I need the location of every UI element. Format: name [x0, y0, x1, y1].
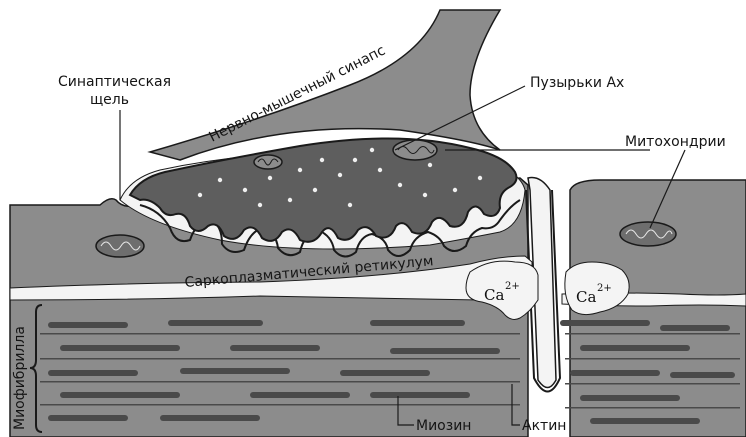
myosin-filament — [370, 320, 465, 326]
actin-filament — [565, 333, 740, 335]
mitochondrion-muscle-left — [96, 235, 144, 257]
vesicle — [198, 193, 202, 197]
myosin-filament — [580, 395, 680, 401]
vesicle — [398, 183, 402, 187]
label-myofibril: Миофибрилла — [12, 326, 28, 430]
mitochondrion-terminal-1 — [254, 155, 282, 169]
myosin-filament — [48, 322, 128, 328]
myosin-filament — [340, 370, 430, 376]
myosin-filament — [48, 415, 128, 421]
myosin-filament — [560, 320, 650, 326]
label-calcium-left: Ca — [484, 286, 504, 304]
actin-filament — [565, 383, 740, 385]
vesicle — [313, 188, 317, 192]
label-myosin: Миозин — [416, 418, 471, 434]
vesicle — [258, 203, 262, 207]
myosin-filament — [180, 368, 290, 374]
actin-filament — [40, 381, 520, 383]
actin-filament — [565, 358, 740, 360]
vesicle — [338, 173, 342, 177]
myosin-filament — [570, 370, 660, 376]
mitochondrion-muscle-right — [620, 222, 676, 246]
vesicle — [243, 188, 247, 192]
myosin-filament — [60, 392, 180, 398]
label-mitochondria: Митохондрии — [625, 134, 726, 150]
vesicle — [348, 203, 352, 207]
myosin-filament — [250, 392, 350, 398]
myosin-filament — [670, 372, 735, 378]
myosin-filament — [370, 392, 470, 398]
actin-filament — [40, 358, 520, 360]
myosin-filament — [60, 345, 180, 351]
mitochondrion-terminal-2 — [393, 140, 437, 160]
vesicle — [423, 193, 427, 197]
label-calcium-right-charge: 2+ — [597, 283, 612, 294]
myosin-filament — [168, 320, 263, 326]
myosin-filament — [660, 325, 730, 331]
vesicle — [370, 148, 374, 152]
myosin-filament — [160, 415, 260, 421]
vesicle — [478, 176, 482, 180]
vesicle — [353, 158, 357, 162]
actin-filament — [40, 333, 520, 335]
vesicle — [288, 198, 292, 202]
myosin-filament — [590, 418, 700, 424]
vesicle — [320, 158, 324, 162]
myosin-filament — [390, 348, 500, 354]
vesicle — [218, 178, 222, 182]
myosin-filament — [48, 370, 138, 376]
label-calcium-right: Ca — [576, 288, 596, 306]
label-calcium-left-charge: 2+ — [505, 281, 520, 292]
label-synaptic-cleft-line2: щель — [90, 92, 129, 108]
actin-filament — [565, 407, 740, 409]
label-ach-vesicles: Пузырьки Ах — [530, 75, 624, 91]
label-synaptic-cleft-line1: Синаптическая — [58, 74, 171, 90]
vesicle — [268, 176, 272, 180]
myosin-filament — [580, 345, 690, 351]
label-actin: Актин — [522, 418, 566, 434]
myosin-filament — [230, 345, 320, 351]
vesicle — [453, 188, 457, 192]
vesicle — [298, 168, 302, 172]
actin-filament — [40, 404, 520, 406]
vesicle — [378, 168, 382, 172]
vesicle — [428, 163, 432, 167]
